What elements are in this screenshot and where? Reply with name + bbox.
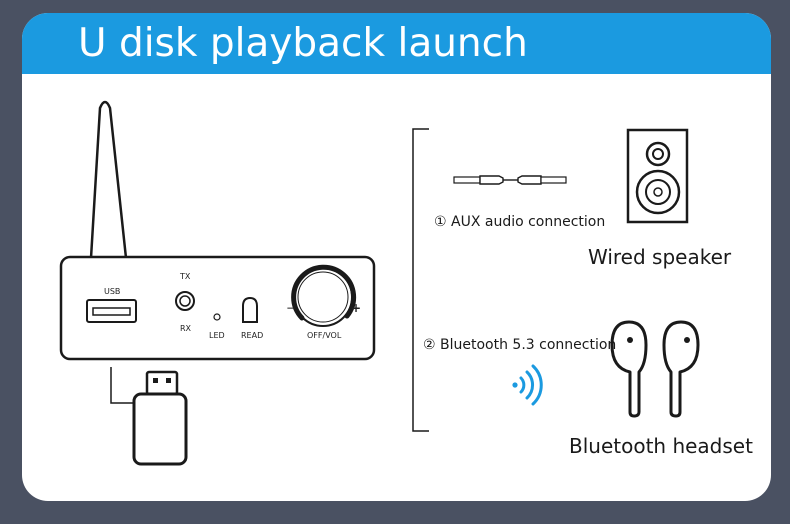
volume-plus: + [351, 301, 361, 315]
speaker-icon [626, 128, 689, 224]
antenna-icon [89, 100, 128, 260]
read-button: READ [241, 296, 263, 340]
knob-label: OFF/VOL [307, 331, 342, 340]
rx-label: RX [180, 324, 192, 333]
bluetooth-connection-label: ② Bluetooth 5.3 connection [423, 337, 617, 353]
bluetooth-waves-icon [512, 364, 543, 406]
bluetooth-headset-label: Bluetooth headset [569, 434, 753, 458]
title-banner: U disk playback launch [22, 13, 771, 74]
led-indicator: LED [209, 313, 225, 340]
led-label: LED [209, 331, 225, 340]
connection-bracket [412, 128, 429, 432]
volume-knob: − + OFF/VOL [286, 264, 361, 340]
transmitter-device: USB TX RX LED READ − + OFF/VOL [59, 255, 376, 361]
tx-rx-jack: TX RX [175, 272, 195, 333]
aux-connection-label: ① AUX audio connection [434, 214, 606, 230]
usb-label: USB [104, 287, 120, 296]
usb-port: USB [86, 287, 137, 323]
usb-flash-drive-icon [110, 367, 188, 466]
aux-cable-icon [453, 175, 567, 185]
page-title: U disk playback launch [78, 21, 528, 66]
wired-speaker-label: Wired speaker [588, 245, 732, 269]
earbuds-icon [610, 320, 700, 418]
tx-label: TX [179, 272, 191, 281]
volume-minus: − [286, 301, 296, 315]
read-label: READ [241, 331, 263, 340]
